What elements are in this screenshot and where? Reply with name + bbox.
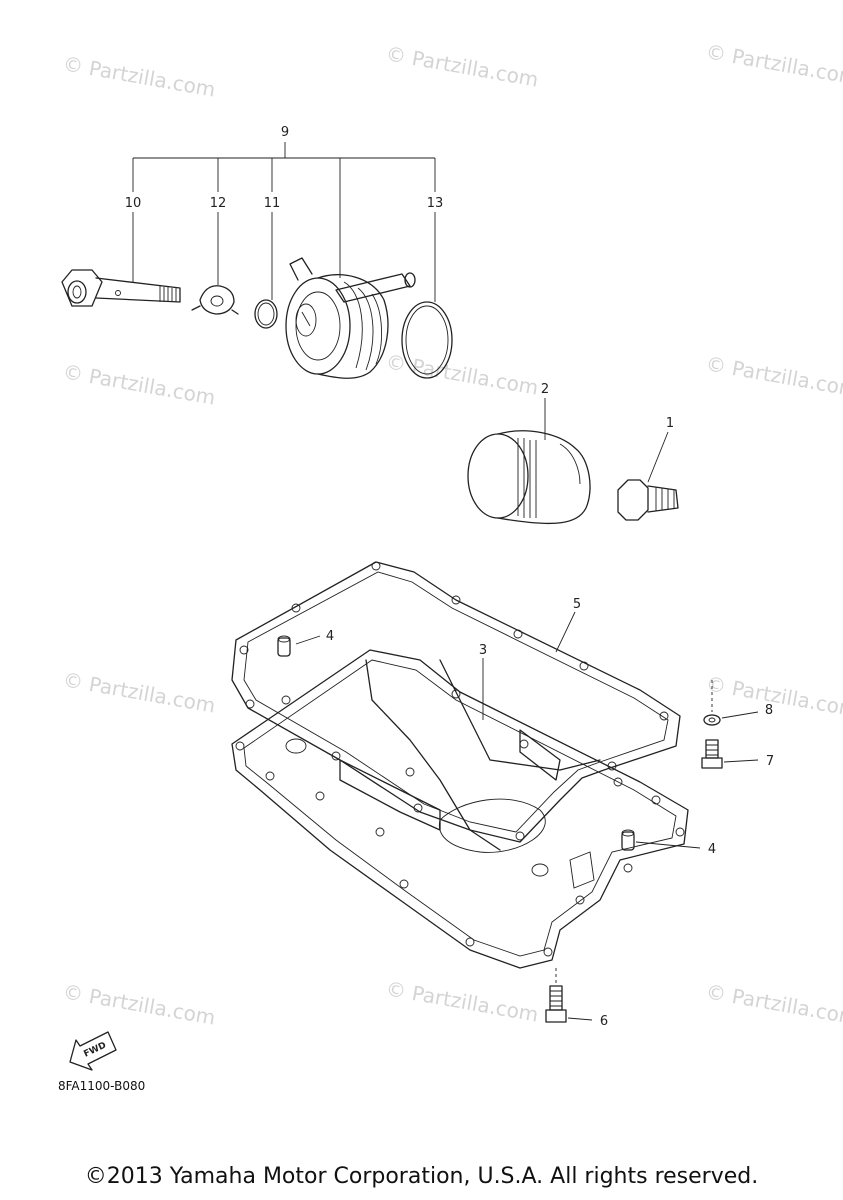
watermark: © Partzilla.com: [61, 51, 217, 101]
watermark: © Partzilla.com: [704, 979, 843, 1029]
oil-pan-part-3: [231, 649, 689, 969]
callout-9: 9: [281, 125, 289, 140]
callout-2: 2: [541, 382, 549, 397]
watermark: © Partzilla.com: [384, 349, 540, 399]
oil-pan-gasket-part-5: [231, 561, 681, 843]
callout-1: 1: [666, 416, 674, 431]
fwd-arrow-icon: FWD: [69, 1031, 117, 1071]
dowel-pin-part-4-lower: [621, 829, 701, 851]
watermark: © Partzilla.com: [61, 359, 217, 409]
callout-11: 11: [264, 196, 281, 211]
drain-bolt-part-1: [617, 431, 679, 521]
callout-4-upper: 4: [326, 629, 334, 644]
union-bolt-part-10: [61, 269, 181, 307]
watermark: © Partzilla.com: [704, 671, 843, 721]
diagram-code: 8FA1100-B080: [58, 1079, 145, 1093]
watermark: © Partzilla.com: [384, 41, 540, 91]
oil-filter-part-2: [467, 398, 591, 525]
callout-13: 13: [427, 196, 444, 211]
callout-10: 10: [125, 196, 142, 211]
callout-6: 6: [600, 1014, 608, 1029]
callout-5: 5: [573, 597, 581, 612]
watermark: © Partzilla.com: [61, 979, 217, 1029]
washer-part-8: [703, 680, 759, 726]
callout-4-lower: 4: [708, 842, 716, 857]
callout-3: 3: [479, 643, 487, 658]
o-ring-part-13: [401, 301, 453, 379]
callout-labels: 1 2 3 4 4 5 6 7 8 9 10 11 12 13: [125, 125, 774, 1029]
dowel-pin-part-4-upper: [277, 635, 321, 657]
group-bracket-9: [132, 142, 436, 302]
callout-8: 8: [765, 703, 773, 718]
watermark-layer: © Partzilla.com © Partzilla.com © Partzi…: [61, 39, 843, 1029]
watermark: © Partzilla.com: [704, 39, 843, 89]
watermark: © Partzilla.com: [384, 976, 540, 1026]
bolt-part-6: [545, 968, 593, 1023]
lock-washer-part-12: [191, 285, 239, 315]
watermark: © Partzilla.com: [704, 351, 843, 401]
bolt-part-7: [701, 739, 759, 769]
o-ring-part-11: [254, 299, 278, 329]
watermark: © Partzilla.com: [61, 667, 217, 717]
oil-cooler-part-9: [285, 257, 416, 379]
callout-7: 7: [766, 754, 774, 769]
copyright-notice: ©2013 Yamaha Motor Corporation, U.S.A. A…: [84, 1164, 759, 1189]
callout-12: 12: [210, 196, 227, 211]
